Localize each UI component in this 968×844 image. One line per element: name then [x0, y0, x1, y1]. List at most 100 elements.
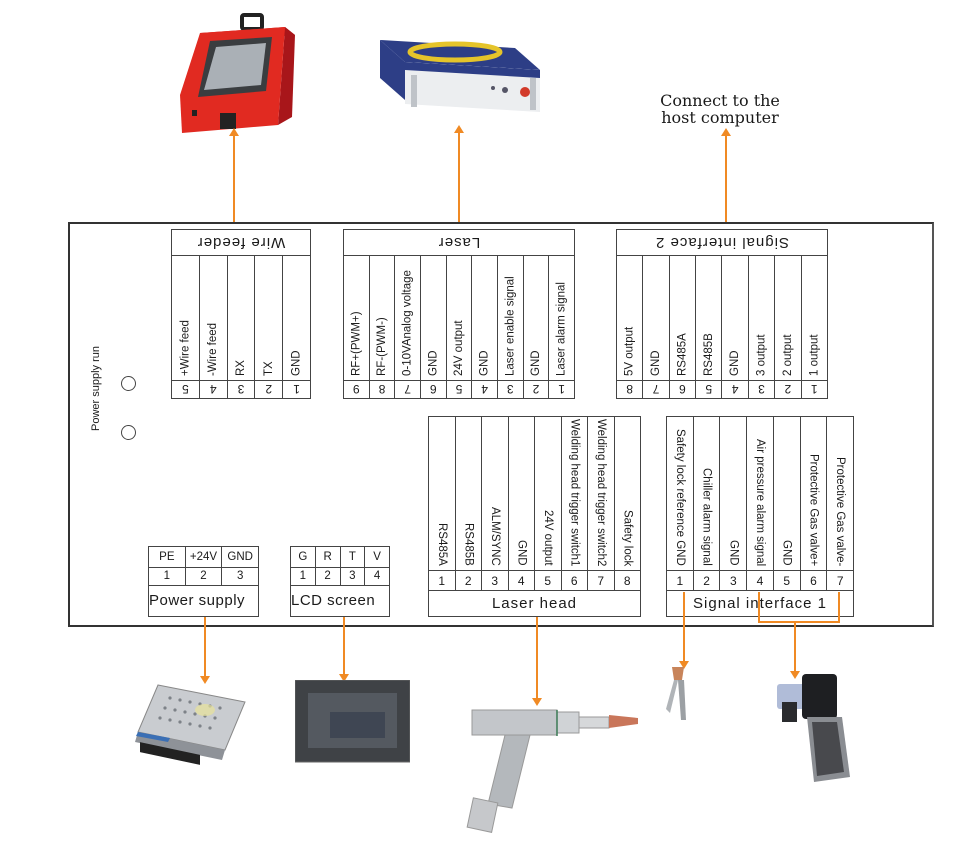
pin-number: 4	[364, 568, 389, 585]
pin-label: 1 output	[808, 334, 821, 376]
pin-number: 1	[299, 570, 307, 582]
pin-number: 2	[455, 570, 481, 590]
pin-laser-head-8: Safety lock 8	[613, 417, 640, 590]
welding-gun-device	[466, 709, 638, 833]
pin-label: RF+(PWM+)	[350, 311, 363, 376]
pin-number: 6	[561, 570, 587, 590]
pin-label: GND	[478, 350, 491, 376]
wire-feeder-connector-arrow	[229, 128, 239, 223]
pin-signal-interface-2-3: 3 3 output	[748, 256, 776, 398]
pin-label: RS485B	[702, 333, 715, 376]
pin-number: 8	[614, 570, 640, 590]
pin-number: 5	[446, 380, 472, 398]
pin-label: +24V	[184, 547, 222, 567]
indicator-label: Power supply run	[90, 346, 102, 431]
pin-label: GND	[727, 540, 740, 566]
pin-label: Protective Gas valve-	[834, 456, 847, 566]
pin-number: 1	[549, 380, 574, 398]
laser-source-device	[380, 40, 540, 112]
pin-label: Laser enable signal	[504, 276, 517, 376]
host-connector-arrow	[721, 128, 731, 223]
pin-label: RS485A	[676, 333, 689, 376]
pin-label: RS485A	[435, 523, 448, 566]
pin-number: 3	[748, 380, 775, 398]
wire-feeder-title: Wire feeder	[172, 230, 310, 256]
laser-connector-arrow	[454, 125, 464, 223]
pin-laser-7: 7 0-10VAnalog voltage	[395, 256, 421, 398]
pin-label: R	[314, 547, 340, 567]
solenoid-valve-device	[777, 674, 850, 782]
pin-wire-feeder-5: 5+Wire feed	[172, 256, 200, 398]
gas-valve-connector-arrow	[790, 622, 800, 679]
host-label-line2: host computer	[661, 108, 779, 127]
pin-label: T	[339, 547, 365, 567]
pin-label: 0-10VAnalog voltage	[401, 270, 414, 376]
pin-label: Safety lock	[621, 509, 634, 566]
pin-label: V	[364, 547, 389, 567]
host-label-line1: Connect to the	[660, 91, 780, 110]
pin-label: +Wire feed	[179, 320, 192, 376]
gas-valve-bracket-bottom	[758, 621, 840, 623]
pin-number: 3	[720, 570, 747, 590]
pin-label: Welding head trigger switch1	[568, 418, 581, 566]
pin-label: 3 output	[755, 334, 768, 376]
ground-clamp-device	[666, 667, 686, 720]
pin-number: 1	[667, 570, 693, 590]
pin-number: 3	[339, 568, 365, 585]
laser-head-title: Laser head	[429, 590, 640, 616]
pin-label: G	[298, 551, 308, 563]
pin-label: TX	[262, 361, 275, 376]
pin-laser-5: 5 24V output	[446, 256, 473, 398]
signal-interface-1-title: Signal interface 1	[667, 590, 853, 616]
signal-interface-2-title: Signal interface 2	[617, 230, 827, 256]
pin-label: Laser alarm signal	[555, 282, 568, 376]
pin-label: 24V output	[541, 510, 554, 566]
pin-label: Safety lock reference GND	[673, 429, 686, 566]
pin-signal-interface-1-7: Protective Gas valve-7	[826, 417, 854, 590]
pin-number: 8	[369, 380, 395, 398]
pin-number: 6	[800, 570, 827, 590]
pin-number: 4	[472, 380, 497, 398]
gas-valve-bracket-right	[838, 592, 840, 622]
lcd-connector-arrow	[339, 617, 349, 682]
pin-label: RF-(PWM-)	[375, 317, 388, 376]
wire-feeder-device	[180, 13, 295, 133]
pin-label: GND	[729, 350, 742, 376]
pin-label: RS485B	[462, 523, 475, 566]
pin-label: 24V output	[452, 320, 465, 376]
pin-label: PE	[159, 551, 175, 563]
pin-number: 7	[588, 570, 614, 590]
pin-number: 2	[693, 570, 720, 590]
laser-head-connector-arrow	[532, 617, 542, 706]
pin-signal-interface-1-1: Safety lock reference GND 1	[667, 417, 693, 590]
pin-number: 7	[395, 380, 420, 398]
pin-label: 2 output	[781, 334, 794, 376]
pin-label: GND	[650, 350, 663, 376]
pin-label: GND	[427, 350, 440, 376]
ground-clamp-connector-arrow	[679, 592, 689, 669]
pin-signal-interface-1-6: Protective Gas valve+6	[799, 417, 827, 590]
pin-number: 1	[429, 570, 455, 590]
pin-label: RX	[235, 360, 248, 376]
pin-laser-4: 4 GND	[472, 256, 498, 398]
pin-wire-feeder-4: 4-Wire feed	[199, 256, 228, 398]
